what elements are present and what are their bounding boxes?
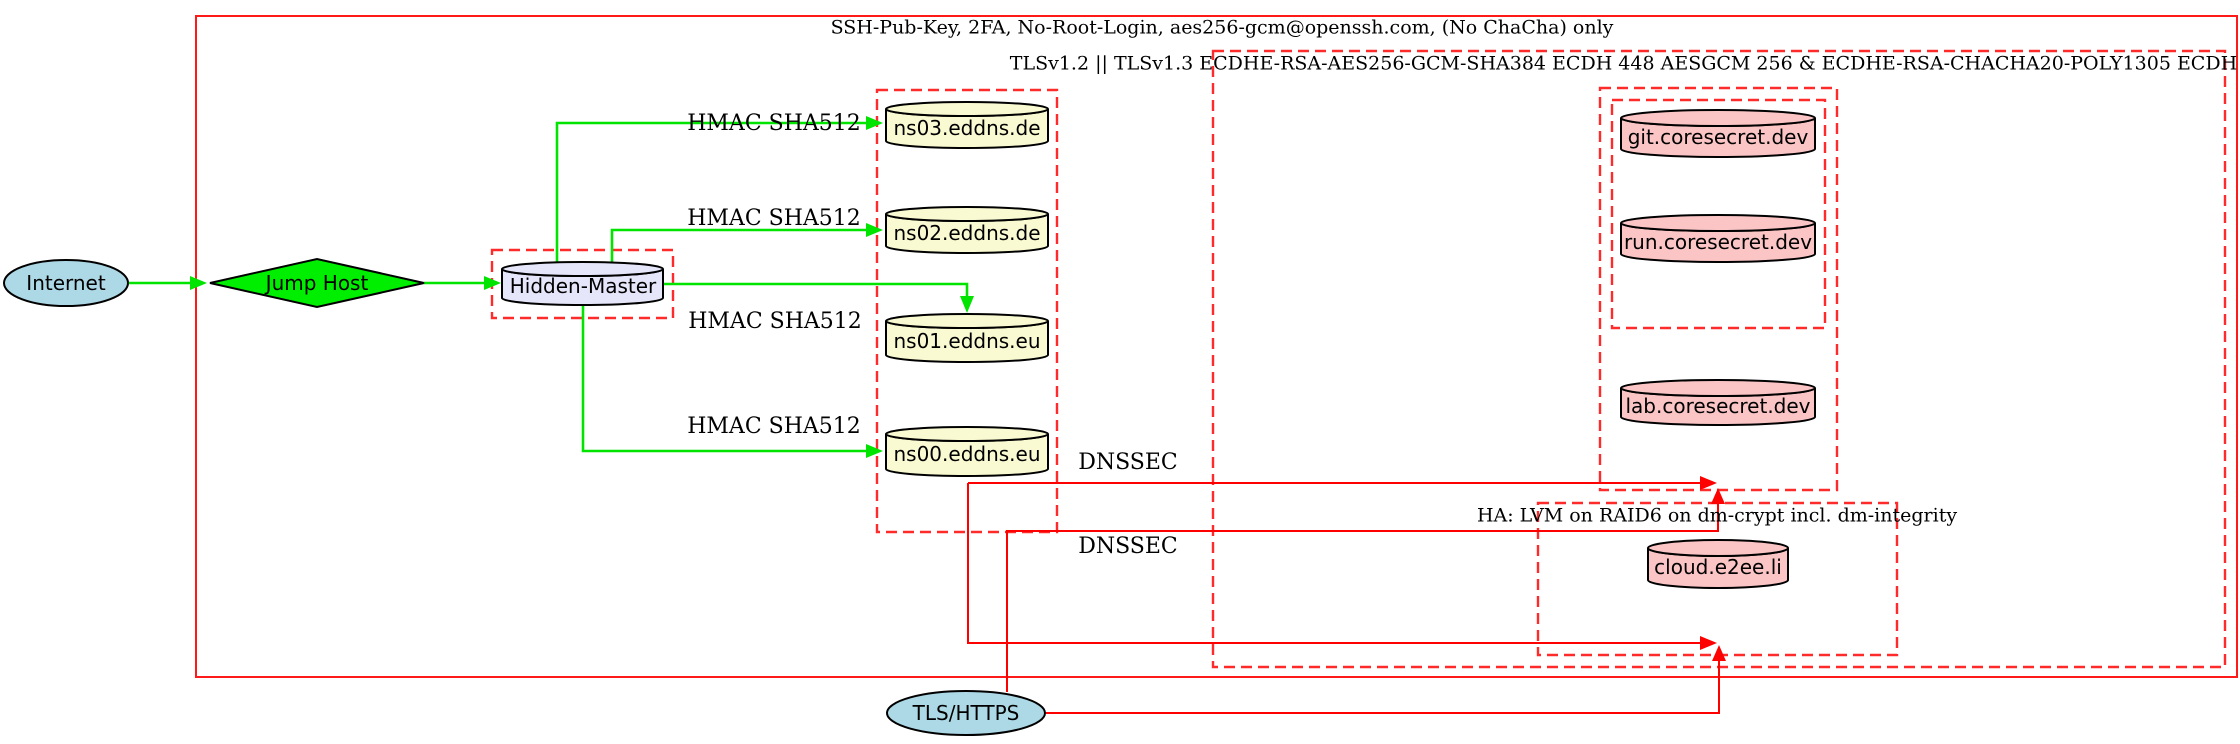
hm-to-ns00-line [581, 305, 868, 453]
ns02-node-shape [885, 206, 1049, 254]
cloud-cyl-cap [1647, 539, 1789, 557]
ns00-cyl-cap [885, 426, 1049, 442]
ns03-node-shape [885, 101, 1049, 149]
internet-node-shape [3, 259, 129, 307]
run-cyl-cap [1620, 214, 1816, 232]
lab-cyl-cap [1620, 379, 1816, 397]
tls-https-node-shape [886, 690, 1046, 736]
ns01-node-shape [885, 313, 1049, 363]
hidden-master-node-shape [501, 261, 664, 306]
run-node-label: run.coresecret.dev [1623, 230, 1813, 254]
red-arrowheads [1700, 476, 1726, 661]
green-arrowheads [190, 116, 974, 458]
cloud-node-label: cloud.e2ee.li [1654, 555, 1782, 579]
tls-edge-1-line [1006, 501, 1719, 692]
hidden-master-cyl-cap [501, 261, 664, 277]
hidden-master-node-label: Hidden-Master [509, 274, 657, 298]
ns01-node-label: ns01.eddns.eu [893, 329, 1041, 353]
hmac-edge-label-ns02: HMAC SHA512 [687, 206, 861, 231]
ha-cluster-label: HA: LVM on RAID6 on dm-crypt incl. dm-in… [1476, 504, 1958, 527]
ns03-node-label: ns03.eddns.de [893, 116, 1041, 140]
ns00-arrowhead [866, 444, 883, 458]
hm-to-ns02-line [610, 228, 868, 262]
ssh-cluster-box [195, 15, 2238, 678]
git-node-label: git.coresecret.dev [1627, 125, 1809, 149]
internet-node-label: Internet [26, 271, 106, 295]
red-edges [967, 482, 1720, 714]
git-run-zone-box [1610, 98, 1827, 330]
dnssec-edge-2-line [967, 483, 1701, 644]
ns02-node-label: ns02.eddns.de [893, 221, 1041, 245]
hmac-edge-label-ns00: HMAC SHA512 [687, 414, 861, 439]
green-edges [129, 121, 969, 453]
hmac-edge-label-ns01: HMAC SHA512 [688, 309, 862, 334]
dnssec-arrowhead-2 [1700, 636, 1717, 650]
ns02-arrowhead [866, 223, 883, 237]
ns02-cyl-cap [885, 206, 1049, 222]
git-node-shape [1620, 109, 1816, 158]
tls-cluster-label: TLSv1.2 || TLSv1.3 ECDHE-RSA-AES256-GCM-… [1009, 52, 2240, 75]
hm-to-ns01-line [663, 282, 969, 298]
lab-node-label: lab.coresecret.dev [1625, 394, 1811, 418]
jumphost-arrowhead [484, 276, 501, 290]
ns00-node-shape [885, 426, 1049, 477]
ssh-cluster-label: SSH-Pub-Key, 2FA, No-Root-Login, aes256-… [830, 16, 1614, 39]
git-cyl-cap [1620, 109, 1816, 127]
ns01-arrowhead [960, 296, 974, 313]
ns03-arrowhead [866, 116, 883, 130]
dnssec-arrowhead-1 [1700, 476, 1717, 490]
ns00-node-label: ns00.eddns.eu [893, 442, 1041, 466]
jump-host-node-label: Jump Host [265, 271, 369, 295]
tls-edge-2-line [1045, 658, 1720, 714]
tls-https-node-label: TLS/HTTPS [912, 701, 1020, 725]
hm-to-ns03-line [555, 121, 868, 262]
dns-zone-box [875, 88, 1059, 534]
cloud-node-shape [1647, 539, 1789, 589]
tls-arrowhead-2 [1712, 645, 1726, 661]
tls-arrowhead-1 [1711, 488, 1725, 504]
dnssec-edge-label-2: DNSSEC [1078, 534, 1178, 559]
internet-arrowhead [190, 276, 207, 290]
hmac-edge-label-ns03: HMAC SHA512 [687, 111, 861, 136]
ns03-cyl-cap [885, 101, 1049, 117]
dnssec-edge-label-1: DNSSEC [1078, 450, 1178, 475]
run-node-shape [1620, 214, 1816, 263]
jump-host-node-shape [209, 257, 425, 309]
lab-node-shape [1620, 379, 1816, 426]
ns01-cyl-cap [885, 313, 1049, 329]
